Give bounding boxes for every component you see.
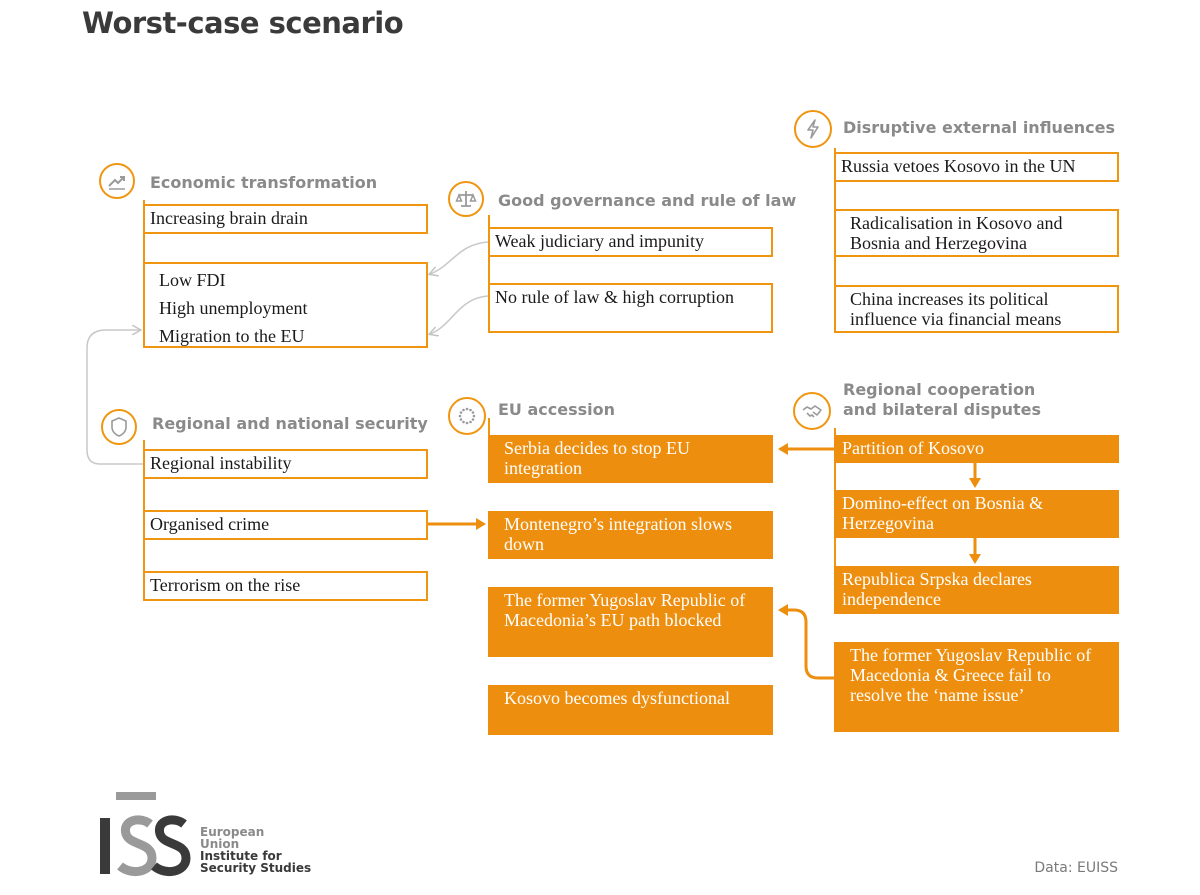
arrow-judiciary-to-economy [430, 241, 489, 274]
group-unemployment: High unemployment [159, 298, 308, 318]
box-radicalisation: Radicalisation in Kosovo and Bosnia and … [834, 209, 1119, 257]
group-migration: Migration to the EU [159, 326, 305, 346]
box-kosovo-dysfunctional-text: Kosovo becomes dysfunctional [504, 688, 730, 708]
logo-line2: Union [200, 837, 240, 851]
box-kosovo-dysfunctional: Kosovo becomes dysfunctional [488, 685, 773, 735]
source-note: Data: EUISS [1034, 860, 1118, 876]
regional-title-line1: Regional cooperation [843, 380, 1036, 399]
regional-title-line2: and bilateral disputes [843, 400, 1041, 419]
box-name-issue: The former Yugoslav Republic of Macedoni… [834, 642, 1119, 732]
box-weak-judiciary-text: Weak judiciary and impunity [495, 231, 704, 251]
box-montenegro-text: Montenegro’s integration slows down [504, 514, 732, 554]
box-fyrom-blocked-text: The former Yugoslav Republic of Macedoni… [504, 590, 746, 630]
logo-line4: Security Studies [200, 861, 312, 875]
box-organised-crime-text: Organised crime [150, 514, 270, 534]
logo-line1: European [200, 825, 265, 839]
lightning-icon [794, 110, 832, 148]
box-domino: Domino-effect on Bosnia & Herzegovina [834, 490, 1119, 538]
regional-title: Regional cooperation and bilateral dispu… [843, 380, 1041, 420]
box-terrorism: Terrorism on the rise [143, 571, 428, 601]
box-russia-veto-text: Russia vetoes Kosovo in the UN [841, 156, 1076, 176]
group-low-fdi: Low FDI [159, 270, 226, 290]
box-regional-instability: Regional instability [143, 449, 428, 479]
box-partition: Partition of Kosovo [834, 435, 1119, 463]
trend-up-icon [99, 163, 135, 199]
eu-stars-icon [448, 397, 486, 435]
page-title: Worst-case scenario [82, 6, 404, 40]
eu-title: EU accession [498, 400, 616, 419]
box-radicalisation-text: Radicalisation in Kosovo and Bosnia and … [850, 213, 1063, 253]
arrow-corruption-to-economy [430, 295, 489, 334]
iss-logo [100, 792, 191, 877]
box-russia-veto: Russia vetoes Kosovo in the UN [834, 152, 1119, 182]
box-srpska: Republica Srpska declares independence [834, 566, 1119, 614]
box-montenegro: Montenegro’s integration slows down [488, 511, 773, 559]
external-title: Disruptive external influences [843, 118, 1116, 137]
box-no-rule-of-law: No rule of law & high corruption [488, 283, 773, 333]
security-title: Regional and national security [152, 414, 428, 433]
box-terrorism-text: Terrorism on the rise [150, 575, 301, 595]
box-regional-instability-text: Regional instability [150, 453, 292, 473]
box-brain-drain-text: Increasing brain drain [150, 208, 308, 228]
box-serbia-stop-text: Serbia decides to stop EU integration [504, 438, 690, 478]
scales-icon [448, 181, 484, 217]
arrow-nameissue-to-fyrom [778, 604, 836, 680]
box-serbia-stop: Serbia decides to stop EU integration [488, 435, 773, 483]
handshake-icon [793, 392, 831, 430]
box-china: China increases its political influence … [834, 285, 1119, 333]
box-name-issue-text: The former Yugoslav Republic of Macedoni… [850, 645, 1092, 705]
box-brain-drain: Increasing brain drain [143, 204, 428, 234]
box-fyrom-blocked: The former Yugoslav Republic of Macedoni… [488, 587, 773, 657]
logo-line3: Institute for [200, 849, 282, 863]
governance-spine [488, 215, 490, 333]
box-srpska-text: Republica Srpska declares independence [842, 569, 1032, 609]
iss-logo-text: European Union Institute for Security St… [200, 826, 311, 874]
economic-title: Economic transformation [150, 173, 378, 192]
governance-title: Good governance and rule of law [498, 191, 797, 210]
box-economic-group: Low FDI High unemployment Migration to t… [143, 262, 428, 348]
box-no-rule-of-law-text: No rule of law & high corruption [495, 287, 734, 307]
box-organised-crime: Organised crime [143, 510, 428, 540]
box-china-text: China increases its political influence … [850, 289, 1062, 329]
box-domino-text: Domino-effect on Bosnia & Herzegovina [842, 493, 1044, 533]
box-partition-text: Partition of Kosovo [842, 438, 984, 458]
shield-icon [101, 409, 137, 445]
box-weak-judiciary: Weak judiciary and impunity [488, 227, 773, 257]
eu-spine [488, 418, 490, 436]
